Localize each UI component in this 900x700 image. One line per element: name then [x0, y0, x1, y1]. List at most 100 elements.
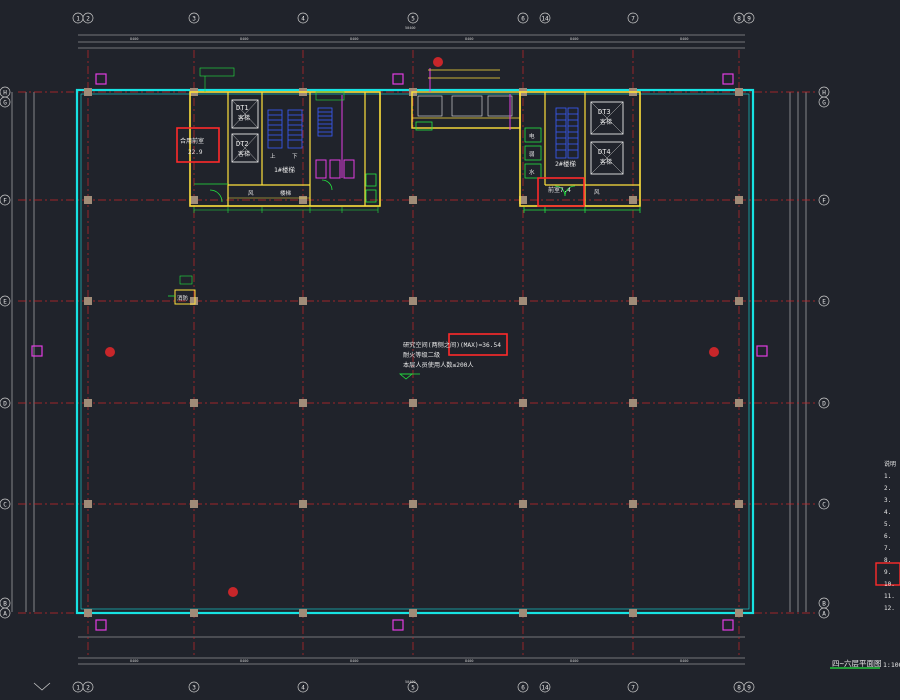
svg-text:G: G	[3, 99, 7, 106]
label-dt3: DT3	[598, 108, 611, 116]
axis-bubble-bottom: 2	[82, 681, 94, 693]
axis-bubble-top: 5	[407, 12, 419, 24]
elevation-marker	[398, 373, 420, 380]
structural-column	[519, 399, 527, 407]
drawing-title: 四~六层平面图	[832, 658, 882, 668]
axis-bubble-bottom: 9	[743, 681, 755, 693]
svg-text:8400: 8400	[130, 37, 138, 41]
section-cuts	[105, 57, 719, 597]
label-room-right: 前室7.4	[548, 186, 571, 194]
svg-text:4: 4	[301, 684, 305, 691]
axis-bubble-left: G	[0, 96, 11, 108]
notes-highlight	[875, 562, 900, 586]
note-item: 6.	[884, 533, 891, 540]
svg-text:8400: 8400	[680, 659, 688, 663]
structural-column	[735, 399, 743, 407]
svg-text:A: A	[822, 610, 826, 617]
axis-bubble-right: C	[818, 498, 830, 510]
label-dt1-sub: 客梯	[238, 114, 250, 122]
structural-column	[84, 88, 92, 96]
label-dt2: DT2	[236, 140, 249, 148]
structural-column	[735, 88, 743, 96]
structural-columns	[84, 88, 743, 617]
center-note-line2: 耐火等级二级	[403, 351, 440, 359]
structural-column	[190, 609, 198, 617]
axis-bubble-top: 9	[743, 12, 755, 24]
structural-column	[84, 297, 92, 305]
structural-column	[409, 500, 417, 508]
axis-bubble-top: 8	[733, 12, 745, 24]
label-electric: 电	[529, 132, 535, 140]
axis-bubble-right: B	[818, 597, 830, 609]
structural-column	[519, 196, 527, 204]
axis-bubble-top: 7	[627, 12, 639, 24]
svg-text:8400: 8400	[350, 37, 358, 41]
svg-text:B: B	[3, 600, 7, 607]
svg-text:3: 3	[192, 15, 196, 22]
axis-bubble-top: 14	[539, 12, 551, 24]
axis-bubble-right: H	[818, 86, 830, 98]
structural-column	[299, 297, 307, 305]
svg-text:8400: 8400	[570, 37, 578, 41]
axis-bubble-bottom: 4	[297, 681, 309, 693]
structural-column	[735, 297, 743, 305]
label-up-left: 上	[270, 152, 276, 160]
structural-column	[629, 297, 637, 305]
structural-column	[519, 609, 527, 617]
fire-cabinet	[168, 275, 196, 305]
axis-bubble-top: 4	[297, 12, 309, 24]
axis-bubble-right: G	[818, 96, 830, 108]
axis-bubble-bottom: 3	[188, 681, 200, 693]
note-item: 4.	[884, 509, 891, 516]
label-room-left-area: 22.9	[188, 149, 203, 156]
label-dt3-sub: 客梯	[600, 118, 612, 126]
structural-column	[629, 500, 637, 508]
center-note-line3: 本层人员使用人数≤200人	[403, 361, 474, 369]
label-dt2-sub: 客梯	[238, 150, 250, 158]
axis-bubble-right: D	[818, 397, 830, 409]
structural-column	[629, 399, 637, 407]
axis-bubble-bottom: 7	[627, 681, 639, 693]
svg-text:A: A	[3, 610, 7, 617]
svg-text:C: C	[3, 501, 7, 508]
note-item: 1.	[884, 473, 891, 480]
label-stair2: 2#楼梯	[555, 159, 576, 168]
structural-column	[299, 399, 307, 407]
axis-bubble-left: A	[0, 607, 11, 619]
structural-column	[84, 196, 92, 204]
structural-column	[299, 609, 307, 617]
svg-text:8400: 8400	[240, 659, 248, 663]
structural-column	[735, 500, 743, 508]
axis-bubble-bottom: 8	[733, 681, 745, 693]
structural-column	[519, 500, 527, 508]
svg-text:4: 4	[301, 15, 305, 22]
svg-text:G: G	[822, 99, 826, 106]
svg-text:14: 14	[541, 15, 549, 22]
svg-text:8400: 8400	[570, 659, 578, 663]
svg-text:1: 1	[76, 684, 80, 691]
svg-text:E: E	[822, 298, 826, 305]
structural-column	[735, 609, 743, 617]
axis-bubble-bottom: 6	[517, 681, 529, 693]
axis-bubble-right: E	[818, 295, 830, 307]
svg-text:9: 9	[747, 15, 751, 22]
svg-text:2: 2	[86, 684, 90, 691]
structural-column	[190, 500, 198, 508]
axis-bubble-bottom: 14	[539, 681, 551, 693]
note-item: 5.	[884, 521, 891, 528]
note-item: 11.	[884, 593, 895, 600]
structural-column	[84, 399, 92, 407]
structural-column	[409, 196, 417, 204]
label-weak: 弱	[529, 151, 535, 158]
axis-bubble-left: B	[0, 597, 11, 609]
axis-bubble-top: 3	[188, 12, 200, 24]
svg-text:8: 8	[737, 15, 741, 22]
structural-column	[84, 609, 92, 617]
svg-text:2: 2	[86, 15, 90, 22]
axis-bubble-left: D	[0, 397, 11, 409]
left-dimension-lines	[11, 92, 35, 612]
note-item: 说明	[884, 460, 896, 468]
structural-column	[84, 500, 92, 508]
structural-column	[409, 297, 417, 305]
